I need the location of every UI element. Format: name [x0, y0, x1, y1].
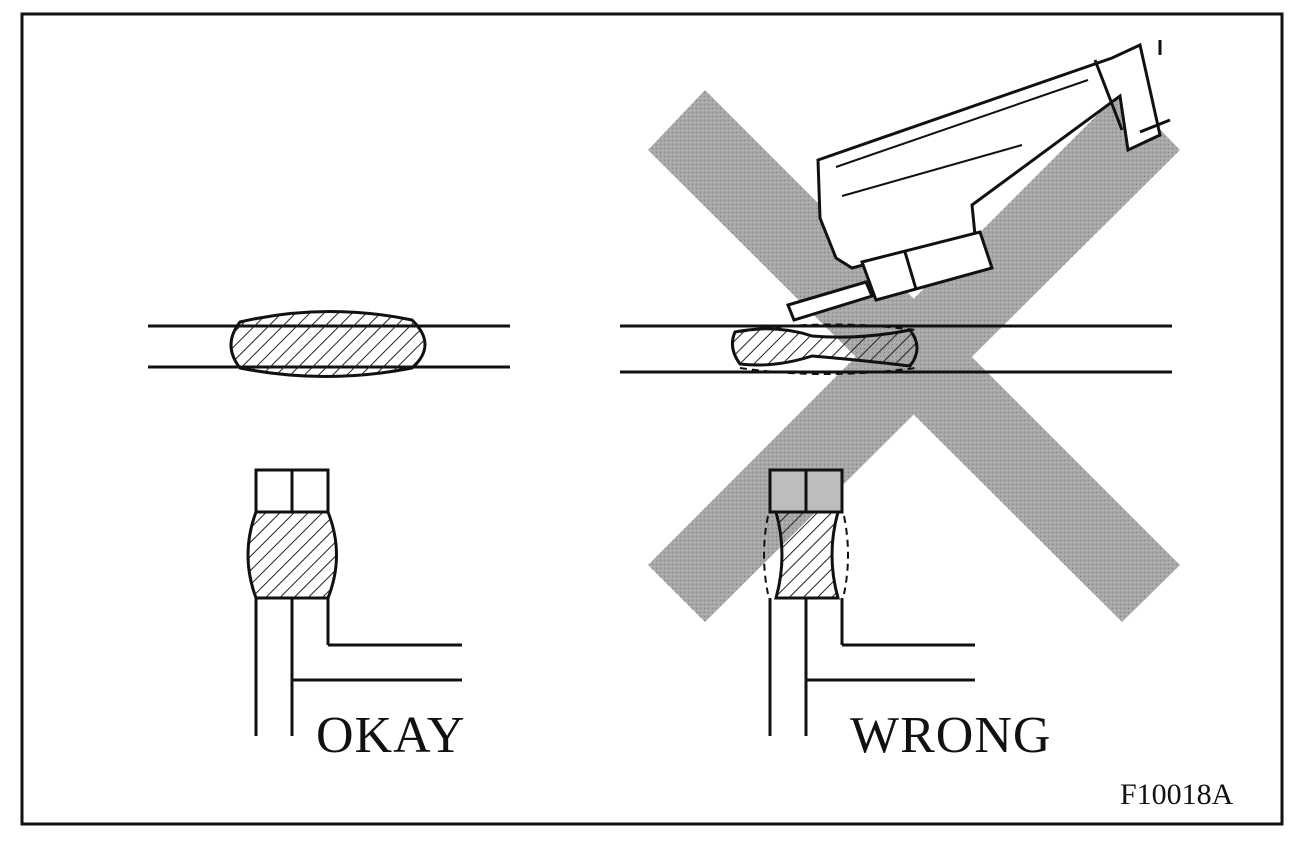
- wrong-side-view: [620, 323, 1172, 375]
- okay-side-view: [148, 310, 510, 378]
- figure-code: F10018A: [1120, 778, 1234, 811]
- okay-end-solder: [246, 510, 338, 600]
- wrong-dashed-outline: [739, 323, 916, 375]
- wrong-end-solder: [774, 510, 840, 600]
- wrong-end-view: [763, 468, 975, 736]
- wrong-label: WRONG: [850, 707, 1051, 764]
- wrong-dashed-end-outline: [763, 515, 849, 595]
- soldering-iron-icon: [785, 40, 1171, 322]
- okay-label: OKAY: [316, 707, 465, 764]
- okay-solder-fillet: [229, 310, 427, 378]
- figure-border: [20, 12, 1284, 826]
- wrong-solder-fillet: [730, 327, 919, 368]
- okay-end-view: [246, 468, 462, 736]
